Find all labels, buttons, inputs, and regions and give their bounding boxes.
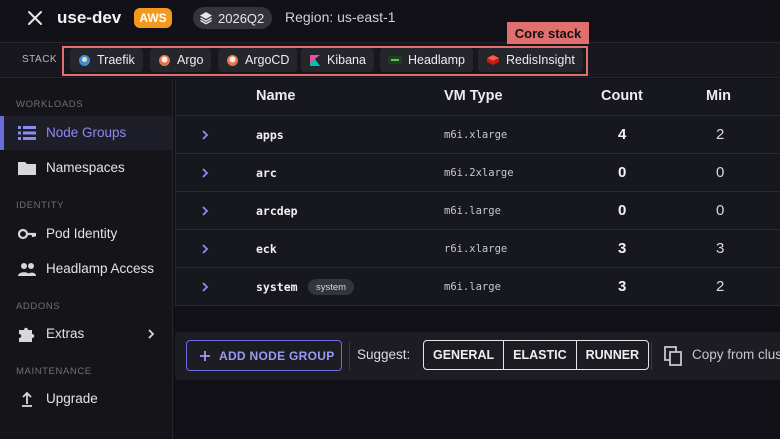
- stack-chip-argo[interactable]: Argo: [150, 48, 212, 72]
- table-row[interactable]: arcdep m6i.large 0 0: [176, 192, 780, 230]
- provider-badge: AWS: [134, 8, 172, 28]
- section-maintenance: MAINTENANCE: [16, 366, 92, 377]
- table-row[interactable]: arc m6i.2xlarge 0 0: [176, 154, 780, 192]
- layers-icon: [200, 12, 212, 25]
- section-identity: IDENTITY: [16, 200, 65, 211]
- table-row[interactable]: system system m6i.large 3 2: [176, 268, 780, 306]
- sidebar-item-pod-identity[interactable]: Pod Identity: [0, 217, 172, 251]
- core-stack-highlight: [62, 46, 588, 76]
- stack-chip-kibana[interactable]: Kibana: [301, 48, 374, 72]
- folder-icon: [18, 162, 36, 175]
- column-name[interactable]: Name: [256, 88, 296, 104]
- sidebar-item-headlamp-access[interactable]: Headlamp Access: [0, 252, 172, 286]
- stack-chip-redisinsight[interactable]: RedisInsight: [478, 48, 583, 72]
- stack-chip-traefik[interactable]: Traefik: [70, 48, 143, 72]
- node-groups-table: Name VM Type Count Min apps m6i.xlarge 4…: [175, 79, 780, 306]
- chevron-right-icon[interactable]: [200, 243, 210, 255]
- argocd-icon: [227, 54, 238, 66]
- page-title: use-dev: [57, 8, 122, 27]
- chevron-right-icon[interactable]: [200, 129, 210, 141]
- headlamp-icon: [388, 56, 402, 64]
- section-addons: ADDONS: [16, 301, 61, 312]
- upload-icon: [22, 391, 32, 407]
- chevron-right-icon[interactable]: [200, 281, 210, 293]
- list-icon: [18, 126, 36, 140]
- suggest-general-button[interactable]: GENERAL: [433, 348, 495, 362]
- kibana-icon: [310, 54, 320, 66]
- chevron-right-icon[interactable]: [200, 167, 210, 179]
- column-min[interactable]: Min: [706, 88, 731, 104]
- header: use-dev AWS 2026Q2 Region: us-east-1: [0, 0, 780, 36]
- suggest-runner-button[interactable]: RUNNER: [575, 341, 648, 369]
- users-icon: [18, 263, 36, 276]
- plus-icon: [200, 350, 210, 361]
- version-badge: 2026Q2: [193, 7, 273, 29]
- close-icon: [28, 11, 42, 25]
- suggest-label: Suggest:: [357, 347, 411, 362]
- copy-from-cluster-button[interactable]: Copy from cluster: [692, 347, 780, 362]
- sidebar-item-namespaces[interactable]: Namespaces: [0, 151, 172, 185]
- stack-chip-argocd[interactable]: ArgoCD: [218, 48, 298, 72]
- table-row[interactable]: eck r6i.xlarge 3 3: [176, 230, 780, 268]
- stack-chip-headlamp[interactable]: Headlamp: [380, 48, 473, 72]
- system-tag: system: [308, 279, 355, 295]
- argo-icon: [159, 54, 170, 66]
- stack-label: STACK: [22, 54, 58, 65]
- puzzle-icon: [19, 327, 35, 342]
- table-row[interactable]: apps m6i.xlarge 4 2: [176, 116, 780, 154]
- divider: [349, 342, 350, 370]
- core-stack-tag: Core stack: [507, 22, 589, 44]
- suggest-elastic-button[interactable]: ELASTIC: [503, 341, 575, 369]
- divider: [651, 342, 652, 370]
- sidebar: WORKLOADS Node Groups Namespaces IDENTIT…: [0, 79, 173, 439]
- add-node-group-button[interactable]: ADD NODE GROUP: [186, 340, 342, 371]
- copy-icon[interactable]: [664, 346, 682, 366]
- column-vm-type[interactable]: VM Type: [444, 88, 503, 104]
- region-label: Region: us-east-1: [285, 9, 396, 25]
- section-workloads: WORKLOADS: [16, 99, 84, 110]
- traefik-icon: [79, 54, 90, 66]
- key-icon: [18, 228, 36, 240]
- close-button[interactable]: [24, 7, 46, 29]
- suggest-button-group: GENERAL ELASTIC RUNNER: [423, 340, 650, 370]
- version-label: 2026Q2: [218, 10, 265, 26]
- redis-icon: [487, 55, 499, 65]
- sidebar-item-upgrade[interactable]: Upgrade: [0, 382, 172, 416]
- chevron-right-icon[interactable]: [200, 205, 210, 217]
- column-count[interactable]: Count: [601, 88, 643, 104]
- sidebar-item-extras[interactable]: Extras: [0, 317, 172, 351]
- sidebar-item-node-groups[interactable]: Node Groups: [0, 116, 172, 150]
- chevron-right-icon: [148, 329, 155, 339]
- action-bar: ADD NODE GROUP Suggest: GENERAL ELASTIC …: [175, 332, 780, 380]
- table-header: Name VM Type Count Min: [176, 79, 780, 116]
